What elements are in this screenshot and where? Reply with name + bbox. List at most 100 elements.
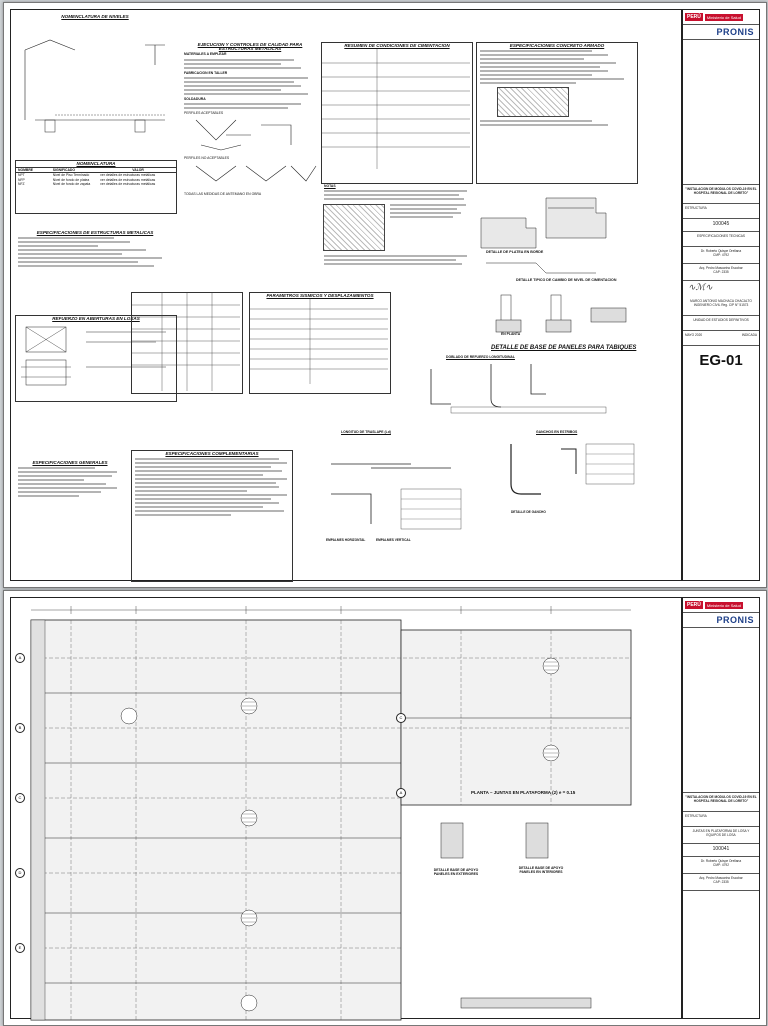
detalles-platea-block: DETALLE DE PLATEA EN BORDE DETALLE TIPIC…: [476, 188, 626, 293]
parametros-tabla-small: [131, 292, 243, 394]
grid-bubble-e: E: [15, 943, 25, 953]
drawing-number-2: 100041: [683, 844, 759, 857]
resumen-cimentacion-block: RESUMEN DE CONDICIONES DE CIMENTACION: [321, 42, 473, 184]
traslape-drawing: [331, 463, 462, 530]
tb-spacer-2: [683, 628, 759, 793]
esp-concreto-armado-block: ESPECIFICACIONES CONCRETO ARMADO: [476, 42, 638, 184]
nomen-cell: NPT: [18, 173, 25, 178]
detalle-apoyo-ext-label: DETALLE BASE DE APOYO PANELES EN EXTERIO…: [433, 868, 479, 876]
longitud-traslape-block: LONGITUD DE TRASLAPE (Ld) EMPALMES HORIZ…: [321, 430, 471, 550]
peru-label: PERÚ: [685, 13, 703, 21]
table-row: NPT Nivel de Piso Terminado ver detalles…: [16, 173, 176, 177]
pronis-label-2: PRONIS: [716, 615, 754, 625]
ministerio-label: Ministerio de Salud: [704, 13, 743, 21]
nomenclatura-table: NOMENCLATURA NOMBRE SIGNIFICADO VALOR NP…: [15, 160, 177, 214]
niveles-diagram: [24, 39, 165, 133]
pronis-label: PRONIS: [716, 27, 754, 37]
cimentacion-grid: [322, 49, 470, 170]
parametros-grid: [250, 299, 388, 385]
grid-bubble-c: C: [15, 793, 25, 803]
sheet-code: EG-01: [699, 352, 743, 369]
drawing-frame-2: PLANTA – JUNTAS EN PLATAFORMA (2) e = 0.…: [10, 597, 682, 1021]
notas-table: [323, 204, 385, 252]
drawing-sheet-plan: PLANTA – JUNTAS EN PLATAFORMA (2) e = 0.…: [3, 590, 767, 1026]
designer-cip-2: CMP: 4792: [713, 863, 729, 867]
nomenclatura-niveles-title: NOMENCLATURA DE NIVELES: [61, 14, 129, 19]
esp-concreto-title: ESPECIFICACIONES CONCRETO ARMADO: [509, 43, 605, 48]
grid-bubble-d: D: [15, 868, 25, 878]
nomen-col-valor: VALOR: [132, 168, 144, 173]
detalle-gancho-label: DETALLE DE GANCHO: [511, 510, 546, 514]
ganchos-title: GANCHOS EN ESTRIBOS: [536, 430, 578, 434]
designer-name-2: Dr. Roberto Quispe Orellana CMP: 4792: [683, 857, 759, 874]
detalle-platea-label: DETALLE DE PLATEA EN BORDE: [486, 250, 544, 254]
soldadura-heading: SOLDADURA: [184, 96, 206, 101]
nomen-cell: ver detalles de estructuras metálicas: [100, 181, 156, 186]
grid-bubble-a-right: A: [396, 788, 406, 798]
grid-bubble-a: A: [15, 653, 25, 663]
notas-title: NOTAS: [324, 184, 336, 188]
drawing-sheet-eg01: NOMENCLATURA DE NIVELES NOMENCLATURA NOM…: [3, 2, 767, 588]
refuerzo-losas-diagram: [21, 326, 166, 386]
ministerio-logo: PERÚ Ministerio de Salud: [683, 10, 759, 25]
date: MAYO 2020: [685, 333, 703, 337]
content-description: ESPECIFICACIONES TECNICAS: [683, 232, 759, 247]
longitud-traslape-title: LONGITUD DE TRASLAPE (Ld): [341, 430, 391, 434]
project-name-2: "INSTALACION DE MODULOS COVID-19 EN EL H…: [683, 793, 759, 812]
unit-name: UNIDAD DE ESTUDIOS DEFINITIVOS: [683, 316, 759, 331]
materiales-heading: MATERIALES A EMPLEAR: [184, 52, 227, 57]
project-name: "INSTALACION DE MODULOS COVID-19 EN EL H…: [683, 185, 759, 204]
ganchos-drawing: [510, 444, 635, 495]
tabla-grid: [132, 293, 240, 391]
designer-2: Dr. Roberto Quispe Orellana: [700, 859, 742, 863]
title-block-2: PERÚ Ministerio de Salud PRONIS "INSTALA…: [682, 597, 760, 1019]
doblado-refuerzo-block: DOBLADO DE REFUERZO LONGITUDINAL: [411, 355, 611, 425]
en-planta-label: EN PLANTA: [501, 332, 521, 336]
reviewer-2: Arq. Pedro Mascarino Escobar: [699, 876, 743, 880]
esp-generales-title: ESPECIFICACIONES GENERALES: [32, 460, 108, 465]
drawing-frame: NOMENCLATURA DE NIVELES NOMENCLATURA NOM…: [10, 9, 682, 582]
reviewer-cap: CAP: 2335: [713, 270, 729, 274]
fabricacion-heading: FABRICACION EN TALLER: [184, 70, 228, 75]
nomen-cell: ver detalles de estructuras metálicas: [100, 177, 156, 182]
content-description-2: JUNTAS EN PLATAFORMA DE LOSA Y EQUIPOS D…: [683, 827, 759, 844]
designer-cip: CMP: 4792: [713, 253, 729, 257]
nomen-cell: Nivel de fondo de platea: [52, 177, 90, 182]
nomen-cell: ver detalles de estructuras metálicas: [100, 173, 156, 178]
ganchos-estribos-block: GANCHOS EN ESTRIBOS DETALLE DE GANCHO: [491, 430, 636, 530]
doblado-drawing: [430, 364, 607, 414]
esp-generales-block: ESPECIFICACIONES GENERALES: [15, 460, 125, 540]
title-block: PERÚ Ministerio de Salud PRONIS "INSTALA…: [682, 9, 760, 581]
drawing-number: 100045: [683, 219, 759, 232]
nomenclatura-niveles-block: NOMENCLATURA DE NIVELES: [15, 14, 175, 159]
resumen-cimentacion-title: RESUMEN DE CONDICIONES DE CIMENTACION: [344, 43, 450, 48]
signature-image: ∿ℳ∿: [688, 283, 713, 293]
perfiles-diagram: [195, 120, 292, 151]
detalle-apoyo-int-label: DETALLE BASE DE APOYO PANELES EN INTERIO…: [518, 866, 564, 874]
base-paneles-drawing: [495, 294, 627, 333]
signature-area: ∿ℳ∿ MARCO ANTONIO MACHACA CHACALTO INGEN…: [683, 281, 759, 316]
scale-date-row: MAYO 2020 INDICADA: [683, 331, 759, 346]
scale: INDICADA: [741, 333, 757, 337]
reviewer: Arq. Pedro Mascarino Escobar: [699, 266, 743, 270]
empalme-v-label: EMPALMES VERTICAL: [376, 538, 411, 542]
nomen-cell: NFP: [18, 177, 25, 182]
ejecucion-controles-block: EJECUCION Y CONTROLES DE CALIDAD PARA ES…: [181, 42, 319, 272]
engineer-stamp: MARCO ANTONIO MACHACA CHACALTO INGENIERO…: [690, 299, 752, 307]
nomen-col-significado: SIGNIFICADO: [52, 168, 75, 173]
tb-spacer: [683, 40, 759, 185]
pronis-logo: PRONIS: [683, 25, 759, 40]
plan-drawing: [30, 606, 632, 1021]
detalle-base-paneles-title: DETALLE DE BASE DE PANELES PARA TABIQUES: [491, 345, 637, 351]
designer-name: Dr. Roberto Quispe Orellana CMP: 4792: [683, 247, 759, 264]
perfiles-no-diagram: [195, 165, 317, 182]
ejecucion-title: EJECUCION Y CONTROLES DE CALIDAD PARA ES…: [197, 42, 303, 52]
specialty-2: ESTRUCTURA: [683, 812, 759, 827]
plan-title: PLANTA – JUNTAS EN PLATAFORMA (2) e = 0.…: [471, 790, 576, 795]
nomen-cell: NFZ: [18, 181, 25, 186]
perfiles-no-heading: PERFILES NO ACEPTABLES: [184, 156, 230, 161]
table-row: NFZ Nivel de fondo de zapata ver detalle…: [16, 182, 176, 186]
esp-complementarias-block: ESPECIFICACIONES COMPLEMENTARIAS: [131, 450, 293, 582]
todas-medidas-note: TODAS LAS MEDIDAS DE ANTEMANO EN OBRA: [184, 191, 262, 196]
base-paneles-details: EN PLANTA: [491, 290, 631, 348]
